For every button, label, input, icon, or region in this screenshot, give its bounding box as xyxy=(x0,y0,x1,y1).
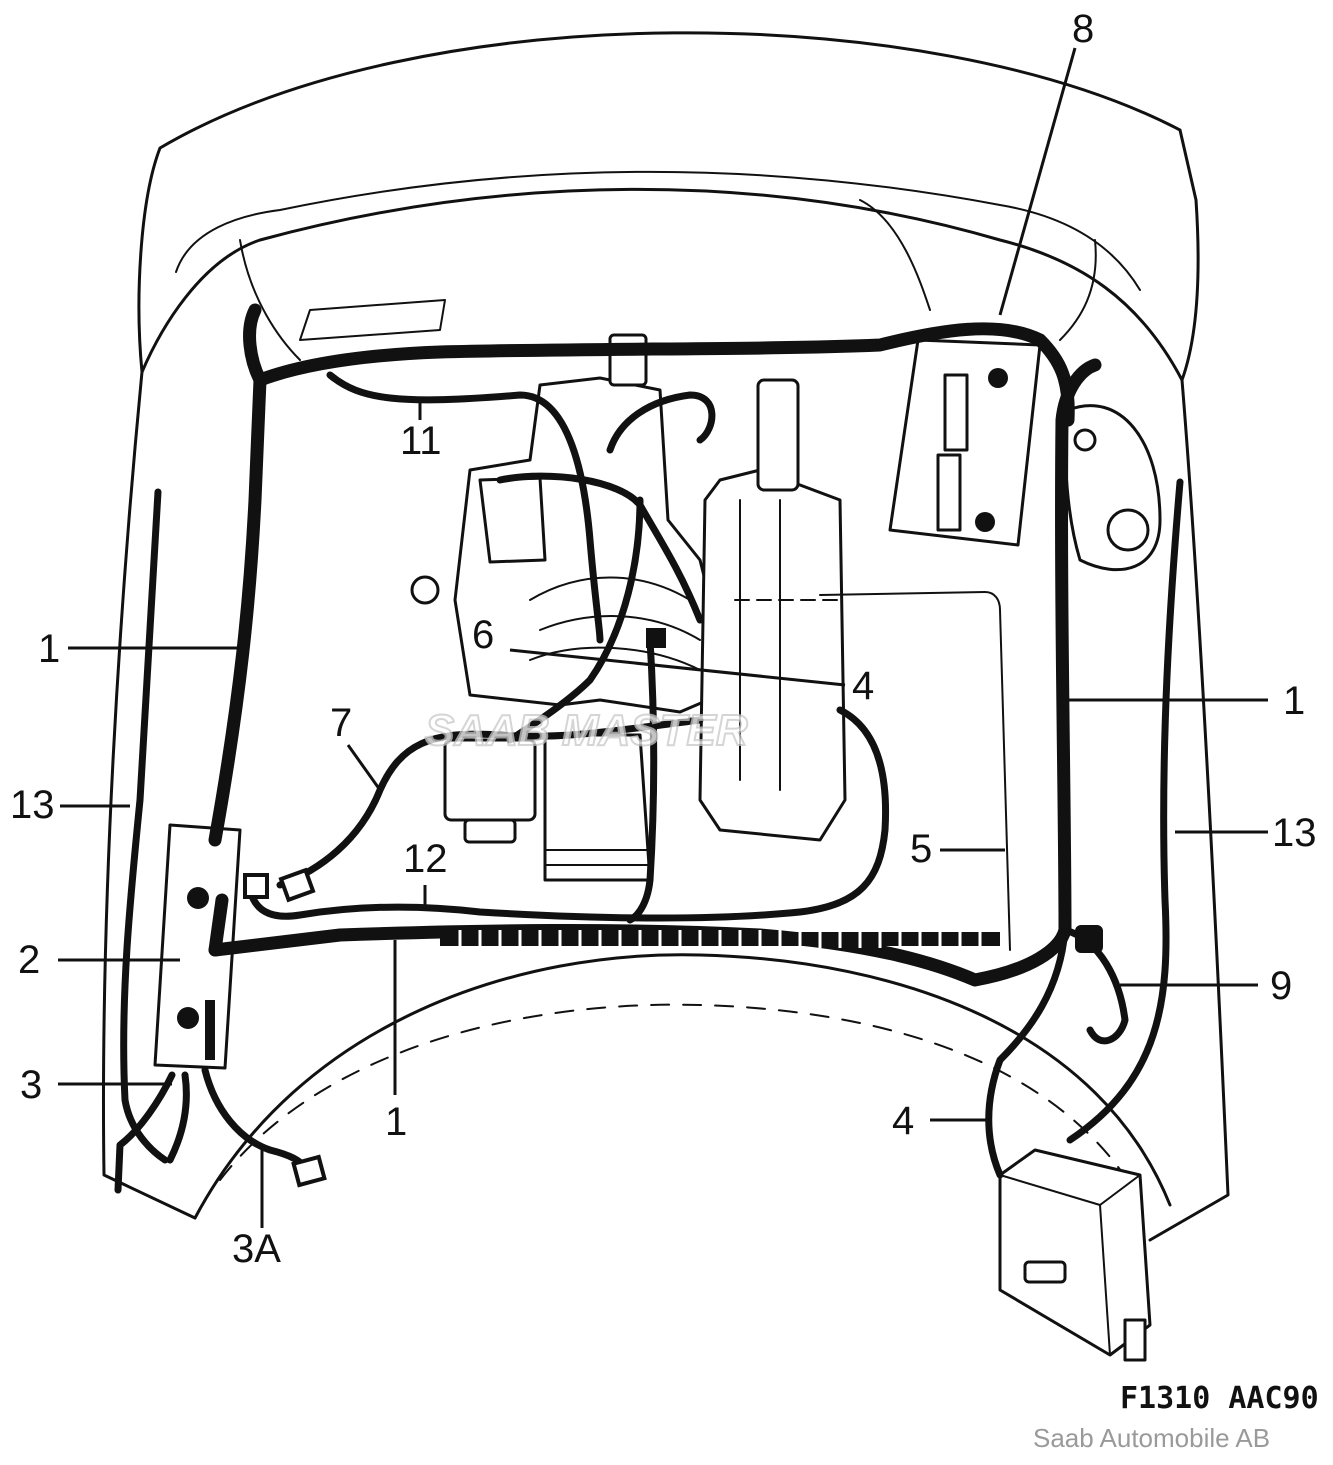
callout-1-left: 1 xyxy=(38,627,60,671)
callouts: 1 1 1 2 3 3A 4 4 5 6 7 8 9 11 12 13 13 xyxy=(10,7,1317,1271)
callout-7: 7 xyxy=(330,701,352,745)
callout-13-right: 13 xyxy=(1272,811,1317,855)
callout-5: 5 xyxy=(910,827,932,871)
callout-4-lower: 4 xyxy=(892,1099,914,1143)
wire-branches xyxy=(114,371,1184,1194)
callout-8: 8 xyxy=(1072,7,1094,51)
lower-components xyxy=(443,733,652,882)
control-unit xyxy=(998,1148,1152,1362)
callout-2: 2 xyxy=(18,938,40,982)
right-lamp xyxy=(1064,404,1162,572)
hood xyxy=(137,31,1200,382)
leader-lines xyxy=(58,47,1268,1228)
callout-13-left: 13 xyxy=(10,783,55,827)
intake-housing xyxy=(698,378,847,842)
body-outline xyxy=(102,199,1230,1242)
figure-code: F1310 AAC90 xyxy=(1120,1381,1319,1416)
callout-11: 11 xyxy=(400,419,442,463)
callout-4-upper: 4 xyxy=(852,664,874,708)
callout-12: 12 xyxy=(403,837,448,881)
callout-3: 3 xyxy=(20,1063,42,1107)
credit-line: Saab Automobile AB xyxy=(1033,1423,1270,1453)
callout-6: 6 xyxy=(472,613,494,657)
harness-clips xyxy=(440,925,1103,953)
callout-3a: 3A xyxy=(232,1227,281,1271)
battery xyxy=(888,338,1042,547)
callout-1-right: 1 xyxy=(1283,679,1305,723)
callout-1-bottom: 1 xyxy=(385,1100,407,1144)
callout-9: 9 xyxy=(1270,964,1292,1008)
watermark: SAAB MASTER xyxy=(425,706,748,755)
